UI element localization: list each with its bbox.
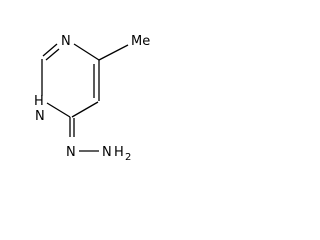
atom-methyl: Me xyxy=(131,34,150,49)
bond-c4-c5 xyxy=(71,101,99,118)
atom-nh2-n: N xyxy=(102,145,112,160)
atom-nh2-subscript: 2 xyxy=(125,152,131,163)
bond-n3-c4 xyxy=(46,102,71,118)
atom-n-ring: N xyxy=(35,109,45,124)
atom-n-hydrazone: N xyxy=(66,145,76,160)
pyrimidine-ring xyxy=(41,43,100,118)
atom-n-top: N xyxy=(61,34,71,49)
atom-nh2-h: H xyxy=(114,145,124,160)
bond-n1-c2 xyxy=(42,43,58,57)
molecule-structure: N Me H N N N H 2 xyxy=(34,34,150,163)
bond-methyl xyxy=(98,44,129,61)
bond-c6-n1 xyxy=(73,43,100,61)
atom-h-on-ring-n: H xyxy=(34,94,44,109)
bond-n1-c2-double xyxy=(45,48,60,61)
